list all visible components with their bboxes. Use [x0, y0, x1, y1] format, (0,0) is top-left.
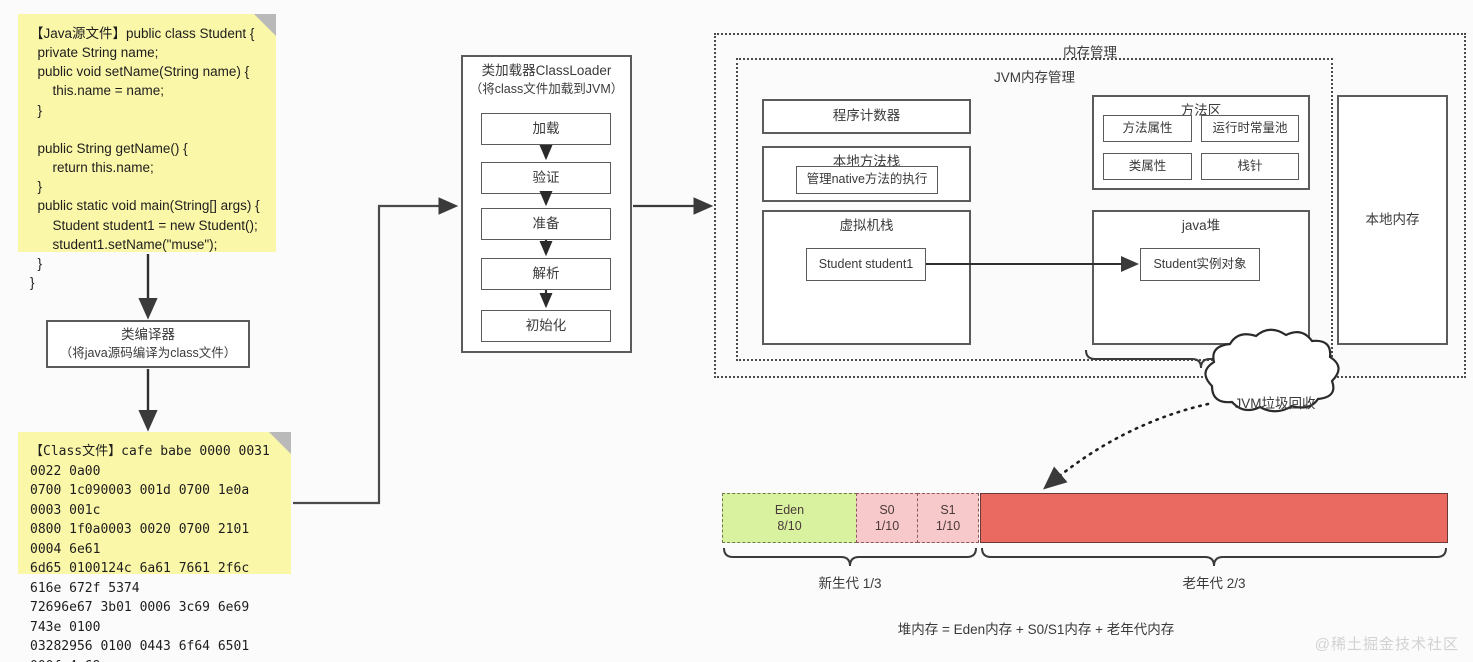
- heap-segment-s1: S1 1/10: [917, 493, 979, 543]
- stage-label: 验证: [532, 169, 560, 185]
- memory-management-region: 内存管理: [714, 33, 1466, 378]
- classloader-stage-prepare: 准备: [481, 208, 611, 240]
- class-attribute-label: 类属性: [1128, 158, 1167, 173]
- heap-segment-s0: S0 1/10: [856, 493, 918, 543]
- note-fold-corner: [254, 14, 276, 36]
- native-method-stack-title: 本地方法栈: [832, 154, 901, 169]
- heap-segment-name: S1: [940, 502, 956, 517]
- gc-cloud-label: JVM垃圾回收: [1234, 396, 1316, 411]
- memory-management-title: 内存管理: [1063, 45, 1117, 60]
- class-note-fold-corner: [269, 432, 291, 454]
- stack-pointer-box: 栈针: [1201, 153, 1299, 180]
- runtime-constant-pool-box: 运行时常量池: [1201, 115, 1299, 142]
- stage-label: 解析: [532, 265, 560, 281]
- native-memory-label: 本地内存: [1365, 211, 1420, 227]
- student-instance-box: Student实例对象: [1140, 248, 1260, 281]
- student-instance-label: Student实例对象: [1153, 256, 1247, 271]
- stack-pointer-label: 栈针: [1237, 158, 1263, 173]
- java-source-note: 【Java源文件】public class Student { private …: [18, 14, 276, 290]
- jvm-memory-title: JVM内存管理: [994, 70, 1075, 85]
- heap-formula-label: 堆内存 = Eden内存 + S0/S1内存 + 老年代内存: [897, 622, 1175, 637]
- method-attribute-box: 方法属性: [1103, 115, 1192, 142]
- heap-segment-eden: Eden 8/10: [722, 493, 857, 543]
- class-compiler-title: 类编译器: [121, 326, 175, 342]
- vm-stack-variable-label: Student student1: [818, 256, 914, 271]
- heap-segment-ratio: 8/10: [777, 519, 802, 533]
- classloader-stage-load: 加载: [481, 113, 611, 145]
- java-source-code: 【Java源文件】public class Student { private …: [30, 26, 260, 291]
- program-counter-box: 程序计数器: [762, 99, 971, 134]
- heap-segment-name: S0: [879, 502, 895, 517]
- native-memory-box: 本地内存: [1337, 95, 1448, 345]
- runtime-constant-pool-label: 运行时常量池: [1212, 120, 1288, 135]
- classloader-title: 类加载器ClassLoader: [481, 63, 612, 78]
- classloader-stage-verify: 验证: [481, 162, 611, 194]
- stage-label: 初始化: [525, 317, 567, 333]
- vm-stack-variable-box: Student student1: [806, 248, 926, 281]
- class-compiler-subtitle: （将java源码编译为class文件）: [59, 345, 237, 360]
- class-file-hex: 【Class文件】cafe babe 0000 0031 0022 0a00 0…: [30, 444, 270, 662]
- watermark: @稀土掘金技术社区: [1314, 636, 1459, 653]
- stage-label: 加载: [532, 120, 560, 136]
- heap-segment-ratio: 1/10: [874, 519, 900, 533]
- heap-segment-ratio: 1/10: [935, 519, 961, 533]
- classloader-stage-resolve: 解析: [481, 258, 611, 290]
- class-file-note: 【Class文件】cafe babe 0000 0031 0022 0a00 0…: [18, 432, 291, 662]
- program-counter-label: 程序计数器: [832, 108, 901, 124]
- classloader-stage-initialize: 初始化: [481, 310, 611, 342]
- method-attribute-label: 方法属性: [1122, 120, 1173, 135]
- native-method-inner-label: 管理native方法的执行: [806, 172, 928, 187]
- method-area-title: 方法区: [1180, 103, 1222, 118]
- heap-segment-name: Eden: [774, 502, 805, 517]
- jvm-memory-region: JVM内存管理: [736, 58, 1333, 361]
- class-attribute-box: 类属性: [1103, 153, 1192, 180]
- classloader-subtitle: （将class文件加载到JVM）: [469, 82, 624, 96]
- java-heap-title: java堆: [1181, 218, 1221, 233]
- classloader-box: 类加载器ClassLoader （将class文件加载到JVM）: [461, 55, 632, 353]
- native-method-inner-box: 管理native方法的执行: [796, 166, 938, 194]
- heap-segment-old-generation: [980, 493, 1448, 543]
- vm-stack-title: 虚拟机栈: [839, 218, 894, 233]
- stage-label: 准备: [532, 215, 560, 231]
- young-generation-label: 新生代 1/3: [818, 576, 882, 591]
- old-generation-label: 老年代 2/3: [1182, 576, 1246, 591]
- class-compiler-box: 类编译器 （将java源码编译为class文件）: [46, 320, 250, 368]
